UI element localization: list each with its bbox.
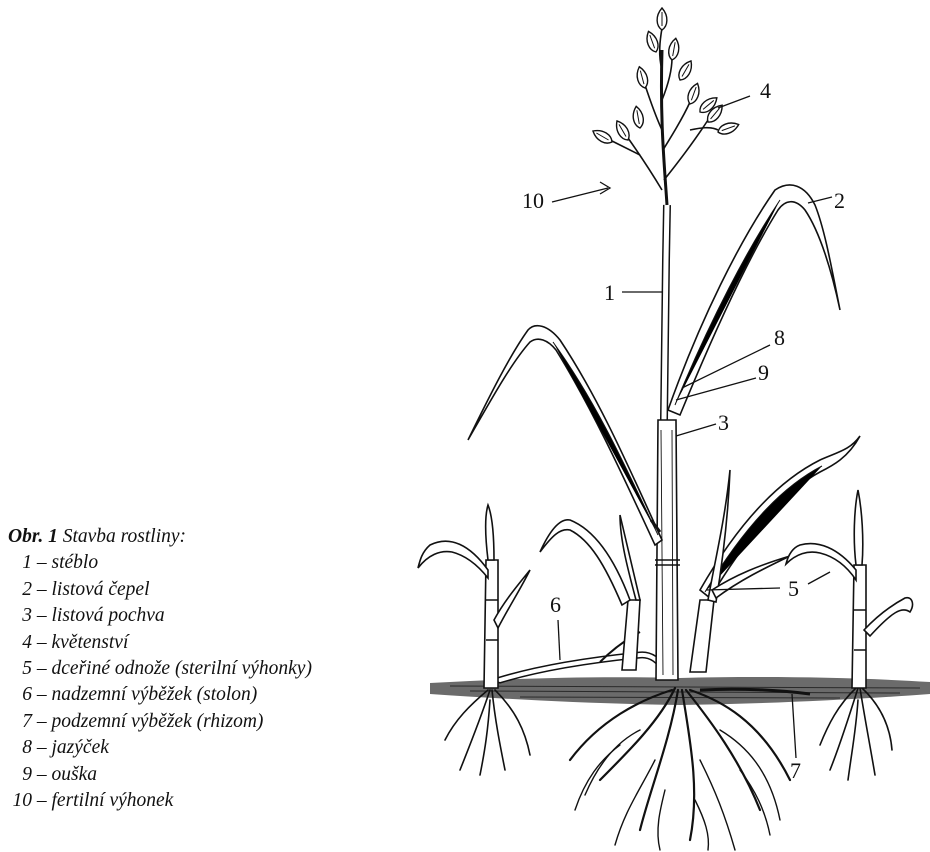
legend-item-3: 3 – listová pochva (8, 603, 408, 629)
legend-item-text: listová čepel (52, 579, 150, 600)
legend-item-2: 2 – listová čepel (8, 577, 408, 603)
legend-item-text: ouška (52, 764, 98, 785)
legend-item-separator: – (32, 632, 52, 653)
legend-item-number: 2 (8, 577, 32, 603)
spikelets (591, 8, 741, 146)
figure-caption: Stavba rostliny: (63, 526, 186, 547)
callout-9: 9 (758, 360, 769, 385)
legend-item-number: 1 (8, 550, 32, 576)
callout-3: 3 (718, 410, 729, 435)
legend-item-8: 8 – jazýček (8, 735, 408, 761)
legend-item-5: 5 – dceřiné odnože (sterilní výhonky) (8, 656, 408, 682)
legend-item-6: 6 – nadzemní výběžek (stolon) (8, 682, 408, 708)
main-culm (655, 50, 680, 680)
legend-item-text: stéblo (52, 552, 99, 573)
legend-title: Obr. 1 Stavba rostliny: (8, 524, 408, 550)
legend-item-text: dceřiné odnože (sterilní výhonky) (52, 658, 312, 679)
legend-item-separator: – (32, 579, 52, 600)
legend-item-text: fertilní výhonek (52, 790, 174, 811)
legend-item-text: květenství (52, 632, 129, 653)
legend-item-separator: – (32, 658, 52, 679)
legend-item-text: podzemní výběžek (rhizom) (52, 711, 264, 732)
callout-7: 7 (790, 758, 801, 783)
legend-item-separator: – (32, 737, 52, 758)
legend-item-number: 6 (8, 682, 32, 708)
legend-item-number: 10 (8, 788, 32, 814)
callout-numbers: 1 2 3 4 5 6 7 8 9 10 (522, 78, 845, 783)
legend-item-number: 5 (8, 656, 32, 682)
callout-4: 4 (760, 78, 771, 103)
legend-item-number: 8 (8, 735, 32, 761)
legend-item-number: 9 (8, 762, 32, 788)
legend-item-text: listová pochva (52, 605, 165, 626)
legend-item-separator: – (32, 790, 52, 811)
legend-item-7: 7 – podzemní výběžek (rhizom) (8, 709, 408, 735)
figure-label: Obr. 1 (8, 526, 58, 547)
figure-legend: Obr. 1 Stavba rostliny: 1 – stéblo2 – li… (8, 524, 408, 814)
legend-item-separator: – (32, 605, 52, 626)
legend-item-text: nadzemní výběžek (stolon) (52, 684, 258, 705)
legend-item-1: 1 – stéblo (8, 550, 408, 576)
legend-item-separator: – (32, 711, 52, 732)
callout-5: 5 (788, 576, 799, 601)
legend-item-9: 9 – ouška (8, 762, 408, 788)
callout-1: 1 (604, 280, 615, 305)
callout-6: 6 (550, 592, 561, 617)
legend-item-4: 4 – květenství (8, 630, 408, 656)
legend-item-10: 10 – fertilní výhonek (8, 788, 408, 814)
leaf-blade-left (468, 326, 662, 545)
right-tiller (786, 490, 912, 688)
legend-item-separator: – (32, 764, 52, 785)
legend-item-separator: – (32, 684, 52, 705)
legend-item-separator: – (32, 552, 52, 573)
legend-items: 1 – stéblo2 – listová čepel3 – listová p… (8, 550, 408, 814)
legend-item-number: 4 (8, 630, 32, 656)
legend-item-text: jazýček (52, 737, 109, 758)
root-system (445, 688, 892, 850)
callout-8: 8 (774, 325, 785, 350)
leaf-blade-upper (668, 185, 840, 415)
callout-2: 2 (834, 188, 845, 213)
left-tiller (418, 505, 530, 688)
legend-item-number: 7 (8, 709, 32, 735)
legend-item-number: 3 (8, 603, 32, 629)
callout-10: 10 (522, 188, 544, 213)
stolon (500, 632, 665, 680)
